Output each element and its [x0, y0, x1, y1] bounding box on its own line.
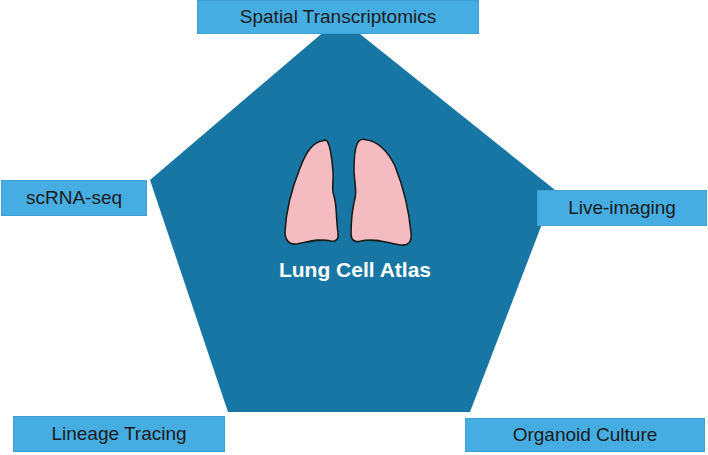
method-box: Live-imaging — [537, 190, 707, 226]
box-label: Live-imaging — [568, 197, 676, 219]
box-label: Spatial Transcriptomics — [240, 6, 436, 28]
method-box: scRNA-seq — [1, 180, 147, 216]
box-label: Lineage Tracing — [51, 423, 186, 445]
method-box: Organoid Culture — [465, 418, 705, 452]
atlas-pentagon: Lung Cell Atlas — [150, 18, 560, 412]
box-label: scRNA-seq — [26, 187, 122, 209]
box-label: Organoid Culture — [513, 424, 658, 446]
pentagon-fill — [150, 18, 555, 412]
pentagon-outline — [150, 18, 560, 412]
method-box: Lineage Tracing — [13, 416, 225, 452]
method-box: Spatial Transcriptomics — [197, 0, 479, 34]
atlas-title: Lung Cell Atlas — [150, 258, 560, 282]
